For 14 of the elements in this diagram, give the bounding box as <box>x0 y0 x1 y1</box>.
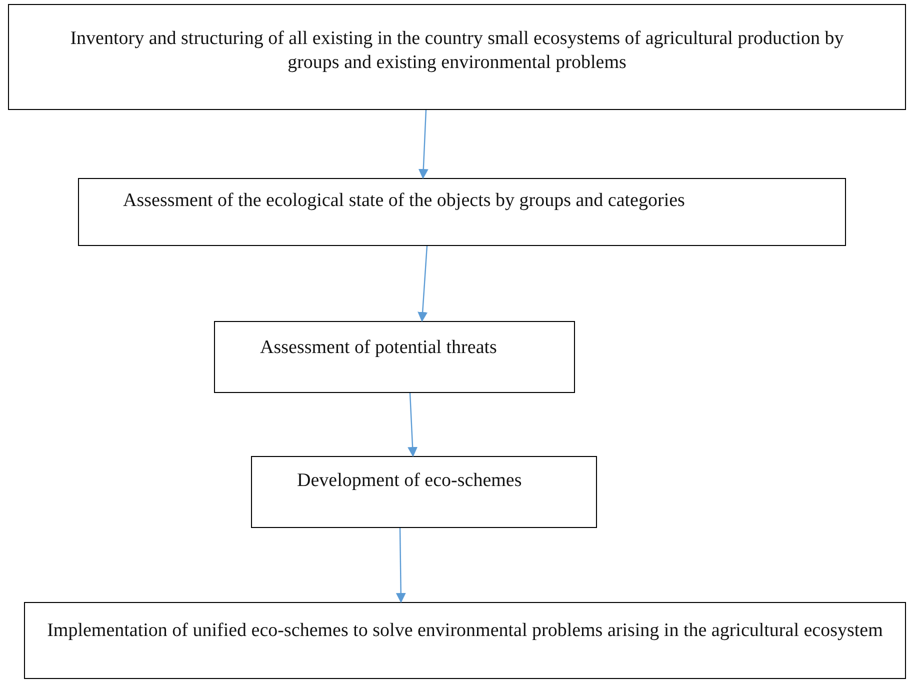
arrow <box>396 528 406 603</box>
box-text: Inventory and structuring of all existing in the country small ecosystems of agricultural production by groups and existing environmental problems <box>69 27 845 75</box>
process-box <box>251 456 597 528</box>
process-box <box>8 4 906 110</box>
box-text: Assessment of potential threats <box>260 336 498 360</box>
process-box <box>214 321 575 393</box>
box-text: Development of eco-schemes <box>297 469 523 493</box>
arrow <box>418 110 428 179</box>
arrow <box>418 246 428 322</box>
box-text: Assessment of the ecological state of the objects by groups and categories <box>123 189 686 213</box>
box-text: Implementation of unified eco-schemes to solve environmental problems arising in the agricultural ecosystem <box>46 619 884 643</box>
process-box <box>78 178 846 246</box>
process-box <box>24 602 906 679</box>
arrow <box>408 392 418 457</box>
